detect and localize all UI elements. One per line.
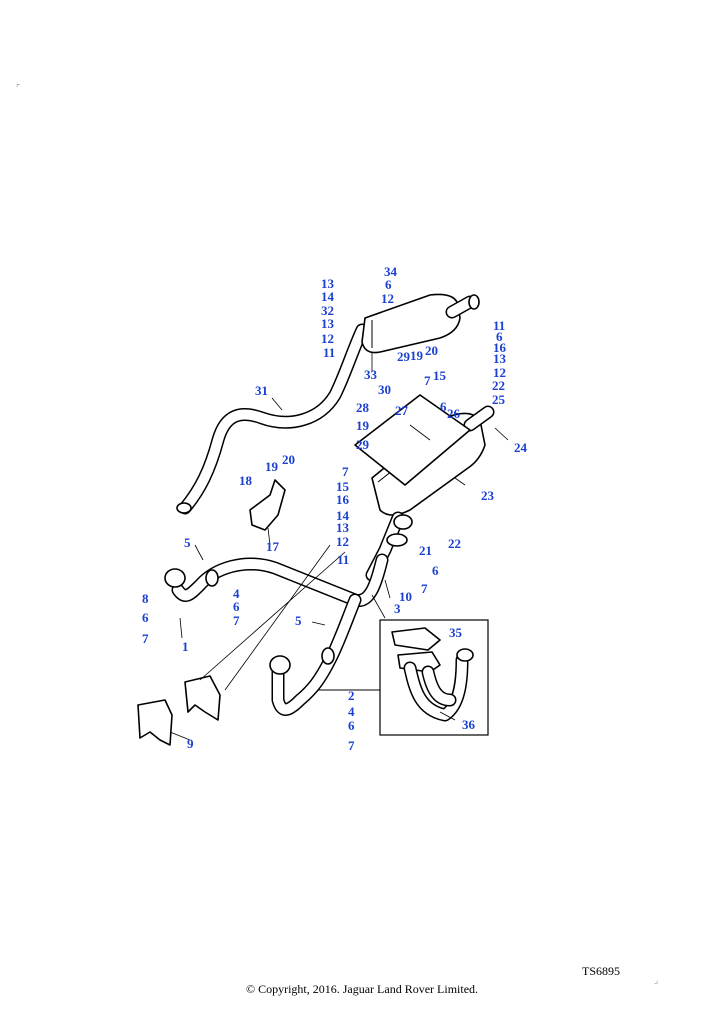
- callout-13: 13: [336, 520, 350, 535]
- callout-15: 15: [336, 479, 350, 494]
- callout-5: 5: [184, 535, 191, 550]
- callout-11: 11: [493, 318, 505, 333]
- callout-20: 20: [425, 343, 438, 358]
- callout-6: 6: [142, 610, 149, 625]
- callout-27: 27: [395, 403, 409, 418]
- callout-19: 19: [410, 348, 424, 363]
- callout-2: 2: [348, 688, 355, 703]
- callout-1: 1: [182, 639, 189, 654]
- heat-shield: [354, 394, 471, 486]
- callout-20: 20: [282, 452, 295, 467]
- callout-7: 7: [424, 373, 431, 388]
- callout-3: 3: [394, 601, 401, 616]
- callout-14: 14: [336, 508, 350, 523]
- callout-6: 6: [432, 563, 439, 578]
- callout-7: 7: [348, 738, 355, 753]
- callout-13: 13: [493, 351, 507, 366]
- callout-10: 10: [399, 589, 412, 604]
- callout-22: 22: [448, 536, 461, 551]
- callout-22: 22: [492, 378, 505, 393]
- crop-mark-bottom-right: ⌟: [654, 976, 659, 986]
- callout-31: 31: [255, 383, 268, 398]
- callout-19: 19: [356, 418, 370, 433]
- callout-23: 23: [481, 488, 495, 503]
- callout-34: 34: [384, 264, 398, 279]
- callout-26: 26: [447, 406, 461, 421]
- callout-14: 14: [321, 289, 335, 304]
- copyright-notice: © Copyright, 2016. Jaguar Land Rover Lim…: [245, 982, 479, 996]
- callout-4: 4: [348, 704, 355, 719]
- callout-15: 15: [433, 368, 447, 383]
- callout-24: 24: [514, 440, 528, 455]
- mounting-bracket-17: [249, 479, 286, 531]
- front-pipe-assembly: [164, 553, 389, 716]
- callout-9: 9: [187, 736, 194, 751]
- crop-mark-top-left: ⌜: [16, 84, 21, 94]
- callout-7: 7: [233, 613, 240, 628]
- callout-19: 19: [265, 459, 279, 474]
- figure-reference-code: TS6895: [582, 964, 621, 978]
- callout-29: 29: [356, 437, 370, 452]
- callout-16: 16: [493, 340, 507, 355]
- callout-labels: 34 6 13 12 14 32 13 12 11 33 31 11 6 16 …: [142, 264, 528, 753]
- callout-7: 7: [342, 464, 349, 479]
- callout-11: 11: [323, 345, 335, 360]
- callout-16: 16: [336, 492, 350, 507]
- callout-13: 13: [321, 276, 335, 291]
- callout-7: 7: [421, 581, 428, 596]
- callout-12: 12: [336, 534, 349, 549]
- callout-21: 21: [419, 543, 432, 558]
- mounting-brackets: [137, 675, 221, 746]
- callout-6: 6: [348, 718, 355, 733]
- callout-5: 5: [295, 613, 302, 628]
- inset-manifold-detail: [318, 619, 489, 736]
- callout-18: 18: [239, 473, 253, 488]
- rear-silencer: [361, 293, 480, 354]
- callout-7: 7: [142, 631, 149, 646]
- callout-6: 6: [440, 399, 447, 414]
- callout-29: 29: [397, 349, 411, 364]
- tail-pipe: [176, 323, 369, 515]
- callout-6: 6: [385, 277, 392, 292]
- callout-36: 36: [462, 717, 476, 732]
- callout-12: 12: [321, 331, 334, 346]
- callout-6: 6: [233, 599, 240, 614]
- callout-30: 30: [378, 382, 391, 397]
- callout-12: 12: [381, 291, 394, 306]
- leader-lines: [169, 352, 509, 741]
- callout-4: 4: [233, 586, 240, 601]
- callout-13: 13: [321, 316, 335, 331]
- callout-12: 12: [493, 365, 506, 380]
- callout-6: 6: [496, 329, 503, 344]
- callout-28: 28: [356, 400, 370, 415]
- callout-8: 8: [142, 591, 149, 606]
- callout-33: 33: [364, 367, 378, 382]
- callout-17: 17: [266, 539, 280, 554]
- callout-25: 25: [492, 392, 506, 407]
- callout-35: 35: [449, 625, 463, 640]
- callout-32: 32: [321, 303, 334, 318]
- callout-11: 11: [337, 552, 349, 567]
